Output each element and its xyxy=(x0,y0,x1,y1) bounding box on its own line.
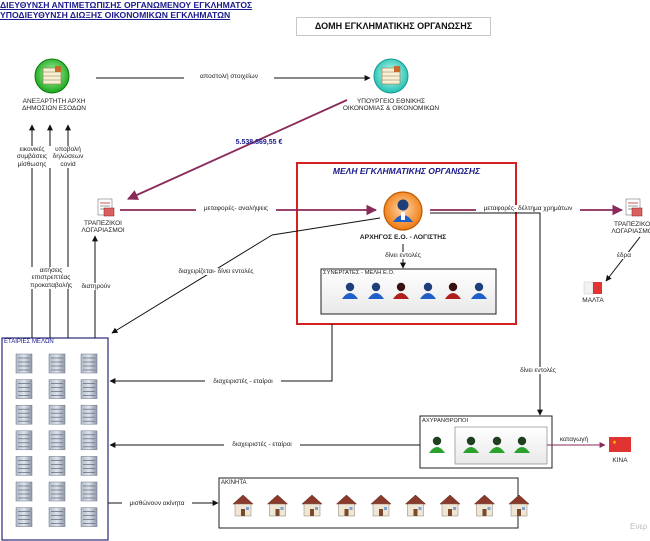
china-flag-icon: ★ xyxy=(609,437,631,452)
building-icon xyxy=(15,481,33,502)
house-icon xyxy=(232,494,254,517)
real-estate-houses xyxy=(232,494,530,517)
real-estate-label: ΑΚΙΝΗΤΑ xyxy=(221,480,247,486)
header-line-2: ΥΠΟΔΙΕΥΘΥΝΣΗ ΔΙΩΞΗΣ ΟΙΚΟΝΟΜΙΚΩΝ ΕΓΚΛΗΜΑΤ… xyxy=(0,10,231,20)
edge-label-rent-property: μισθώνουν ακίνητα xyxy=(122,500,192,508)
strawmen-people xyxy=(429,436,530,453)
person-icon xyxy=(342,282,358,299)
person-icon xyxy=(471,282,487,299)
building-icon xyxy=(15,430,33,451)
person-icon xyxy=(393,282,409,299)
leader-icon xyxy=(383,191,423,231)
edge-managed-orders xyxy=(271,217,381,236)
edge-label-gives-orders-2: δίνει εντολές xyxy=(513,367,563,375)
edge-label-fake-contracts: εικονικές συμβάσεις μίσθωσης xyxy=(14,146,50,169)
house-icon xyxy=(301,494,323,517)
building-icon xyxy=(80,404,98,425)
svg-text:★: ★ xyxy=(612,440,617,446)
watermark: Ενερ xyxy=(630,522,648,531)
bank-left-icon xyxy=(97,198,115,217)
edge-label-transfers-smuggling: μεταφορές- δέλτημα χρημάτων xyxy=(476,205,580,213)
house-icon xyxy=(335,494,358,517)
building-icon xyxy=(48,456,66,476)
building-icon xyxy=(48,507,66,527)
house-icon xyxy=(404,494,427,517)
building-icon xyxy=(80,379,98,399)
edge-label-managed-orders: διαχειρίζεται- δίνει εντολές xyxy=(168,268,264,276)
edge-gives-orders-2 xyxy=(430,212,543,416)
strawmen-inner-box xyxy=(454,426,548,465)
ministry-label: ΥΠΟΥΡΓΕΙΟ ΕΘΝΙΚΗΣ ΟΙΚΟΝΟΜΙΑΣ & ΟΙΚΟΝΟΜΙΚ… xyxy=(342,98,440,113)
building-icon xyxy=(80,430,98,451)
person-icon xyxy=(368,282,384,299)
building-icon xyxy=(48,353,66,374)
china-label: ΚΙΝΑ xyxy=(612,457,628,464)
house-icon xyxy=(473,494,496,517)
edge-label-seat: έδρα xyxy=(614,252,634,260)
associates-people xyxy=(342,282,487,299)
house-icon xyxy=(370,494,392,517)
edge-managers-partners-1 xyxy=(109,324,333,384)
edge-label-maintain: διατηρούν xyxy=(80,283,112,291)
house-icon xyxy=(508,494,530,517)
building-icon xyxy=(15,456,33,476)
aade-label: ΑΝΕΞΑΡΤΗΤΗ ΑΡΧΗ ΔΗΜΟΣΙΩΝ ΕΣΟΔΩΝ xyxy=(22,98,86,113)
edge-label-send-data: αποστολή στοιχείων xyxy=(184,73,274,81)
strawmen-label: ΑΧΥΡΑΝΘΡΩΠΟΙ xyxy=(422,418,469,424)
building-icon xyxy=(15,404,33,425)
company-buildings xyxy=(15,353,98,527)
companies-label: ΕΤΑΙΡΙΕΣ ΜΕΛΩΝ xyxy=(4,339,54,345)
building-icon xyxy=(48,404,66,425)
edge-label-prepayment-requests: αιτήσεις επιστρεπτέας προκαταβολής xyxy=(30,267,73,290)
real-estate-box xyxy=(218,477,519,529)
diagram-title: ΔΟΜΗ ΕΓΚΛΗΜΑΤΙΚΗΣ ΟΡΓΑΝΩΣΗΣ xyxy=(296,17,491,36)
bank-right-icon xyxy=(625,198,643,217)
building-icon xyxy=(15,379,33,399)
building-icon xyxy=(48,481,66,502)
person-icon xyxy=(420,282,436,299)
edge-label-transfers-withdrawals: μεταφορές- αναλήψεις xyxy=(196,205,276,213)
bank-right-label: ΤΡΑΠΕΖΙΚΟΙ ΛΟΓΑΡΙΑΣΜΟΙ xyxy=(611,221,650,236)
edge-label-managers-partners-2: διαχειριστές - εταίροι xyxy=(224,441,300,449)
person-icon xyxy=(463,436,479,453)
building-icon xyxy=(48,379,66,399)
malta-flag-icon xyxy=(583,281,602,295)
building-icon xyxy=(80,481,98,502)
person-icon xyxy=(489,436,505,453)
associates-box xyxy=(320,268,497,315)
house-icon xyxy=(266,494,289,517)
building-icon xyxy=(80,507,98,527)
leader-label: ΑΡΧΗΓΟΣ Ε.Ο. - ΛΟΓΙΣΤΗΣ xyxy=(359,234,447,241)
person-icon xyxy=(429,436,445,453)
associates-label: ΣΥΝΕΡΓΑΤΕΣ - ΜΕΛΗ Ε.Ο. xyxy=(323,270,395,276)
edge-label-amount: 5.538.869,55 € xyxy=(235,139,283,146)
edge-label-gives-orders: δίνει εντολές xyxy=(378,252,428,260)
aade-icon xyxy=(34,58,70,94)
edge-label-covid-declarations: υποβολή δηλώσεων covid xyxy=(50,146,86,169)
building-icon xyxy=(48,430,66,451)
ministry-icon xyxy=(373,58,409,94)
building-icon xyxy=(15,353,33,374)
building-icon xyxy=(80,456,98,476)
edge-managed-orders-b xyxy=(111,234,273,334)
header-line-1: ΔΙΕΥΘΥΝΣΗ ΑΝΤΙΜΕΤΩΠΙΣΗΣ ΟΡΓΑΝΩΜΕΝΟΥ ΕΓΚΛ… xyxy=(0,0,253,10)
person-icon xyxy=(445,282,461,299)
edge-amount xyxy=(127,99,348,200)
malta-label: ΜΑΛΤΑ xyxy=(582,297,604,304)
house-icon xyxy=(439,494,461,517)
building-icon xyxy=(80,353,98,374)
bank-left-label: ΤΡΑΠΕΖΙΚΟΙ ΛΟΓΑΡΙΑΣΜΟΙ xyxy=(81,220,125,235)
members-title: ΜΕΛΗ ΕΓΚΛΗΜΑΤΙΚΗΣ ΟΡΓΑΝΩΣΗΣ xyxy=(332,166,481,176)
edge-label-managers-partners-1: διαχειριστές - εταίροι xyxy=(205,378,281,386)
building-icon xyxy=(15,507,33,527)
person-icon xyxy=(514,436,530,453)
edge-label-origin: καταγωγή xyxy=(559,436,589,443)
